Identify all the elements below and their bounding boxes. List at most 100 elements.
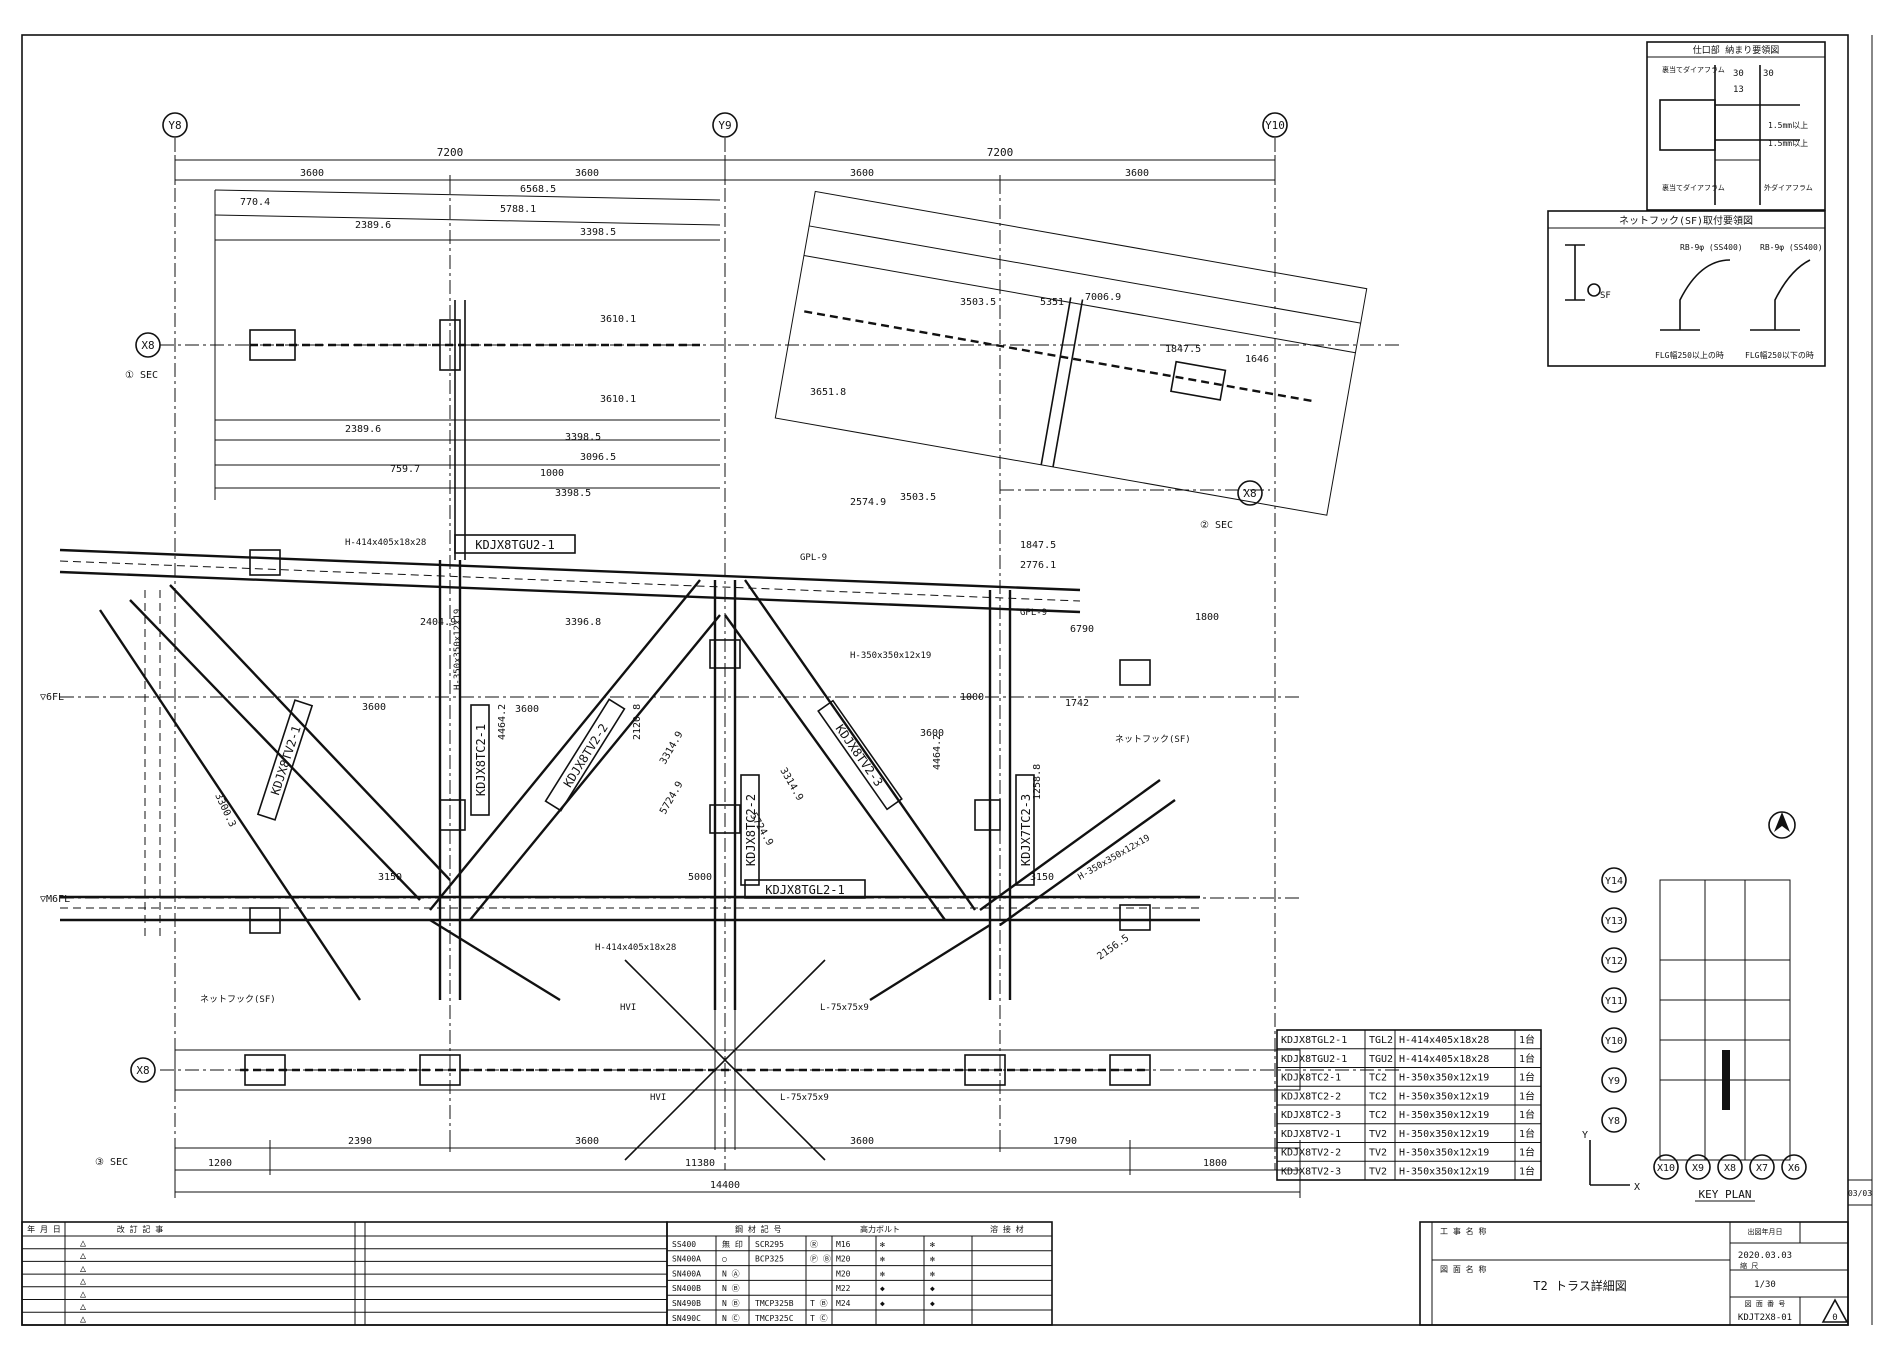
key-plan-row-bubble bbox=[1601, 1107, 1627, 1133]
dim-1742: 1742 bbox=[1065, 698, 1089, 709]
dim-3610-b: 3610.1 bbox=[600, 394, 636, 405]
key-plan-axis-x: X bbox=[1634, 1182, 1640, 1193]
dim-bottom-2: 3600 bbox=[575, 1136, 599, 1147]
dim-2120: 2120.8 bbox=[632, 704, 643, 740]
title-drawing-name: T2 トラス詳細図 bbox=[1533, 1278, 1626, 1293]
key-plan-row-bubble bbox=[1601, 947, 1627, 973]
member-table-cell: TGU2 bbox=[1369, 1054, 1393, 1065]
note-l75-a: L-75x75x9 bbox=[820, 1003, 869, 1013]
dim-3398-b: 3398.5 bbox=[565, 432, 601, 443]
detail-joint-dim-2: 30 bbox=[1763, 69, 1774, 79]
member-table-cell: H-350x350x12x19 bbox=[1399, 1091, 1489, 1102]
materials-cell: ✻ bbox=[880, 1255, 885, 1264]
member-label-tgl2: KDJX8TGL2-1 bbox=[744, 879, 866, 899]
materials-cell: TMCP325B bbox=[755, 1299, 794, 1308]
member-label-tv2-3: KDJX8TV2-3 bbox=[817, 699, 903, 811]
key-plan-row-label: Y13 bbox=[1605, 916, 1623, 927]
dim-3398-c: 3398.5 bbox=[555, 488, 591, 499]
member-table-cell: H-350x350x12x19 bbox=[1399, 1129, 1489, 1140]
materials-cell: ◆ bbox=[930, 1299, 935, 1308]
materials-cell: ✻ bbox=[930, 1255, 935, 1264]
top-dimension-lines bbox=[174, 155, 1276, 185]
key-plan-col-bubble bbox=[1717, 1154, 1743, 1180]
truss-elevation bbox=[59, 548, 1200, 1010]
key-plan-row-bubble bbox=[1601, 1067, 1627, 1093]
materials-header: 鋼 材 記 号 bbox=[735, 1224, 781, 1234]
key-plan-row-bubble bbox=[1601, 1027, 1627, 1053]
key-plan-label: KEY PLAN bbox=[1699, 1188, 1752, 1201]
materials-cell: ✻ bbox=[880, 1269, 885, 1278]
dim-sub-1: 3600 bbox=[300, 168, 324, 179]
bottom-dimension-lines bbox=[174, 1140, 1301, 1198]
member-table-cell: TV2 bbox=[1369, 1166, 1387, 1177]
key-plan-row-label: Y14 bbox=[1605, 876, 1623, 887]
dim-bottom-4: 1790 bbox=[1053, 1136, 1077, 1147]
materials-cell: SN400A bbox=[672, 1269, 701, 1278]
materials-cell: Ⓡ bbox=[810, 1240, 818, 1249]
key-plan-row-label: Y10 bbox=[1605, 1036, 1623, 1047]
materials-cell: M16 bbox=[836, 1240, 851, 1249]
grid-bubble-y10: Y10 bbox=[1262, 112, 1288, 138]
member-table-cell: KDJX8TC2-3 bbox=[1281, 1110, 1341, 1121]
dim-5000: 5000 bbox=[688, 872, 712, 883]
upper-chord-plan bbox=[214, 189, 721, 560]
key-plan-col-bubble bbox=[1653, 1154, 1679, 1180]
member-table-cell: TGL2 bbox=[1369, 1035, 1393, 1046]
north-arrow-icon bbox=[1768, 811, 1796, 839]
dim-3396: 3396.8 bbox=[565, 617, 601, 628]
sec-mark-3: ③ SEC bbox=[95, 1157, 128, 1168]
materials-cell: M24 bbox=[836, 1299, 851, 1308]
label-kdjx8tc2-1: KDJX8TC2-1 bbox=[474, 724, 488, 796]
detail-nethook-note-2: RB-9φ (SS400) bbox=[1760, 243, 1823, 252]
title-drawing-name-label: 図 面 名 称 bbox=[1440, 1264, 1486, 1274]
dim-3150-a: 3150 bbox=[378, 872, 402, 883]
note-hvi-b: HVI bbox=[650, 1093, 666, 1103]
revision-mark: △ bbox=[80, 1263, 86, 1274]
dim-3503-a: 3503.5 bbox=[960, 297, 996, 308]
dim-sub-3: 3600 bbox=[850, 168, 874, 179]
note-l75-b: L-75x75x9 bbox=[780, 1093, 829, 1103]
key-plan-col-label: X7 bbox=[1756, 1163, 1768, 1174]
grid-bubble-x8-bottom: X8 bbox=[130, 1057, 156, 1083]
materials-cell: ✻ bbox=[930, 1240, 935, 1249]
dim-3150-b: 3150 bbox=[1030, 872, 1054, 883]
member-label-tc2-1: KDJX8TC2-1 bbox=[470, 704, 490, 816]
dim-3651-a: 3651.8 bbox=[810, 387, 846, 398]
member-label-tc2-2: KDJX8TC2-2 bbox=[740, 774, 760, 886]
detail-nethook-title: ネットフック(SF)取付要領図 bbox=[1619, 214, 1753, 227]
materials-header: 溶 接 材 bbox=[990, 1224, 1024, 1234]
revision-table bbox=[21, 1221, 668, 1326]
detail-joint-title: 仕口部 納まり要領図 bbox=[1693, 44, 1779, 56]
key-plan: Y X KEY PLAN bbox=[1582, 879, 1791, 1202]
materials-cell: M20 bbox=[836, 1255, 851, 1264]
grid-bubble-y9: Y9 bbox=[712, 112, 738, 138]
dim-5788: 5788.1 bbox=[500, 204, 536, 215]
title-block bbox=[1419, 1179, 1872, 1326]
key-plan-axis-y: Y bbox=[1582, 1130, 1588, 1141]
dim-1000-b: 1000 bbox=[960, 692, 984, 703]
dim-sub-4: 3600 bbox=[1125, 168, 1149, 179]
key-plan-row-label: Y8 bbox=[1608, 1116, 1620, 1127]
key-plan-row-bubble bbox=[1601, 987, 1627, 1013]
dim-2156: 2156.5 bbox=[1095, 933, 1131, 963]
note-nethook-b: ネットフック(SF) bbox=[1115, 734, 1191, 745]
dim-6568: 6568.5 bbox=[520, 184, 556, 195]
key-plan-col-label: X8 bbox=[1724, 1163, 1736, 1174]
key-plan-row-bubble bbox=[1601, 907, 1627, 933]
title-scale-label: 縮 尺 bbox=[1740, 1261, 1758, 1270]
dim-1000-a: 1000 bbox=[540, 468, 564, 479]
materials-cell: M22 bbox=[836, 1284, 851, 1293]
note-h350-b: H-350x350x12x19 bbox=[1077, 833, 1152, 882]
dim-3314-b: 3314.9 bbox=[777, 766, 805, 803]
materials-cell: T Ⓒ bbox=[810, 1314, 828, 1323]
detail-joint-dim-1: 30 bbox=[1733, 69, 1744, 79]
member-table-cell: 1台 bbox=[1519, 1052, 1535, 1065]
key-plan-col-bubble bbox=[1749, 1154, 1775, 1180]
revision-header-note: 改 訂 記 事 bbox=[117, 1224, 163, 1234]
dim-1847-a: 1847.5 bbox=[1165, 344, 1201, 355]
key-plan-col-label: X9 bbox=[1692, 1163, 1704, 1174]
label-kdjx8tgl2-1: KDJX8TGL2-1 bbox=[765, 883, 844, 897]
member-table-cell: H-414x405x18x28 bbox=[1399, 1054, 1489, 1065]
